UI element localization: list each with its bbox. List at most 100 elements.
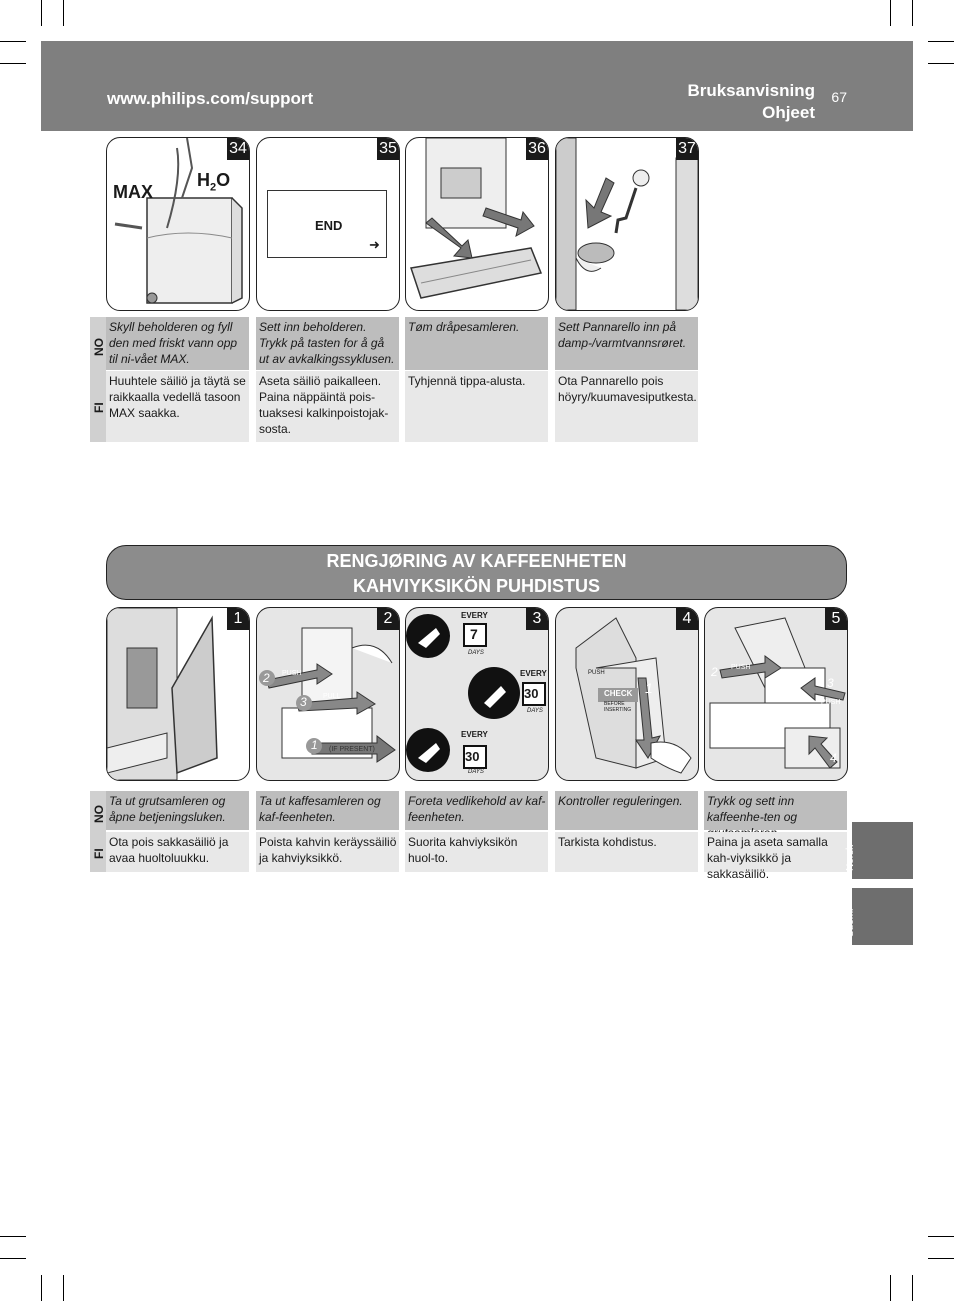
step-number: 4 [676, 608, 698, 630]
banner-line1: RENGJØRING AV KAFFEENHETEN [326, 551, 627, 571]
instruction-fi-1: Ota pois sakkasäiliö ja avaa huoltoluukk… [106, 832, 249, 872]
lang-code-no: NO [92, 338, 106, 356]
crop-mark [890, 0, 891, 26]
section-banner: RENGJØRING AV KAFFEENHETEN KAHVIYKSIKÖN … [106, 545, 847, 600]
display-end-text: END [315, 218, 343, 233]
tab-norsk[interactable]: Norsk [845, 822, 913, 879]
service-door-illustration [107, 608, 218, 780]
header-title-line1: Bruksanvisning [687, 81, 815, 100]
callout-1: 1 [311, 738, 318, 752]
crop-mark [0, 41, 26, 42]
thirty-days-value: 30 [465, 749, 480, 764]
instruction-no-35: Sett inn beholderen. Trykk på tasten for… [256, 317, 399, 370]
header-title-line2: Ohjeet [762, 103, 815, 122]
crop-mark [890, 1275, 891, 1301]
instruction-fi-2: Poista kahvin keräyssäiliö ja kahviyksik… [256, 832, 399, 872]
instruction-no-4: Kontroller reguleringen. [555, 791, 698, 830]
step-number: 37 [676, 138, 698, 160]
display-screen [267, 190, 387, 258]
seven-days-value: 7 [470, 626, 478, 642]
illustration-panel-1: 1 [106, 607, 250, 781]
illustration-panel-2: PUSH PULL PULL OUT (IF PRESENT) 2 3 1 2 [256, 607, 400, 781]
illustration-panel-3: EVERY 7 DAYS EVERY 30 DAYS EVERY 30 DAYS… [405, 607, 549, 781]
push-label: PUSH [282, 670, 302, 677]
callout-2: 2 [711, 665, 718, 679]
crop-mark [0, 63, 26, 64]
illustration-panel-5: PUSH PUSH 2 3 4 5 [704, 607, 848, 781]
maintenance-schedule-illustration [406, 614, 546, 772]
crop-mark [928, 63, 954, 64]
crop-mark [912, 0, 913, 26]
water-tank-illustration [114, 138, 243, 304]
step-number: 35 [377, 138, 399, 160]
crop-mark [0, 1258, 26, 1259]
crop-mark [928, 41, 954, 42]
lang-column [90, 317, 106, 442]
instruction-fi-34: Huuhtele säiliö ja täytä se raikkaalla v… [106, 371, 249, 442]
page-number: 67 [831, 89, 847, 105]
lang-code-fi: FI [92, 402, 106, 413]
step-number: 5 [825, 608, 847, 630]
days-label: DAYS [527, 708, 543, 714]
thirty-days-value: 30 [524, 686, 539, 701]
illustration-panel-34: MAX H2O 34 [106, 137, 250, 311]
lang-code-fi: FI [92, 848, 106, 859]
crop-mark [63, 1275, 64, 1301]
callout-2: 2 [263, 671, 270, 685]
support-url[interactable]: www.philips.com/support [107, 89, 314, 108]
instruction-fi-36: Tyhjennä tippa-alusta. [405, 371, 548, 442]
callout-3: 3 [300, 695, 307, 709]
callout-3: 3 [827, 676, 834, 690]
drip-tray-illustration [410, 138, 543, 299]
tab-norsk-label: Norsk [845, 844, 856, 871]
tab-suomi[interactable]: Suomi [845, 888, 913, 945]
check-label: CHECK [604, 689, 633, 698]
h2o-label: H2O [197, 170, 231, 194]
instruction-no-37: Sett Pannarello inn på damp-/varmtvannsr… [555, 317, 698, 370]
if-present-label: (IF PRESENT) [329, 746, 375, 753]
illustration-panel-4: PUSH CHECK BEFORE INSERTING 1 4 [555, 607, 699, 781]
instruction-fi-4: Tarkista kohdistus. [555, 832, 698, 872]
brew-unit-check-illustration [575, 617, 692, 774]
push-label: PUSH [588, 670, 605, 676]
crop-mark [912, 1275, 913, 1301]
before-label: BEFORE [604, 701, 625, 707]
callout-1: 1 [645, 680, 653, 696]
lang-code-no: NO [92, 805, 106, 823]
brew-unit-removal-illustration [259, 627, 396, 763]
push-label: PUSH [821, 699, 841, 706]
every-label: EVERY [520, 669, 547, 678]
arrow-right-icon: ➜ [369, 237, 380, 252]
crop-mark [41, 1275, 42, 1301]
pannarello-illustration [556, 138, 698, 310]
crop-mark [928, 1236, 954, 1237]
crop-mark [41, 0, 42, 26]
lang-column [90, 791, 106, 872]
days-label: DAYS [468, 650, 484, 656]
inserting-label: INSERTING [604, 707, 632, 713]
step-number: 3 [526, 608, 548, 630]
step-number: 1 [227, 608, 249, 630]
instruction-fi-3: Suorita kahviyksikön huol-to. [405, 832, 548, 872]
every-label: EVERY [461, 730, 488, 739]
every-label: EVERY [461, 611, 488, 620]
brew-unit-insert-illustration [709, 617, 846, 769]
days-label: DAYS [468, 769, 484, 775]
step-number: 2 [377, 608, 399, 630]
page-header: www.philips.com/support Bruksanvisning O… [41, 41, 913, 131]
instruction-no-3: Foreta vedlikehold av kaf-feenheten. [405, 791, 548, 830]
tab-suomi-label: Suomi [845, 908, 856, 937]
step-number: 36 [526, 138, 548, 160]
instruction-no-34: Skyll beholderen og fyll den med friskt … [106, 317, 249, 370]
instruction-fi-35: Aseta säiliö paikalleen. Paina näppäintä… [256, 371, 399, 442]
header-title: Bruksanvisning Ohjeet [687, 80, 815, 124]
crop-mark [63, 0, 64, 26]
pull-out-label: PULL OUT [331, 736, 365, 743]
instruction-no-2: Ta ut kaffesamleren og kaf-feenheten. [256, 791, 399, 830]
illustration-panel-36: 36 [405, 137, 549, 311]
instruction-no-1: Ta ut grutsamleren og åpne betjeningsluk… [106, 791, 249, 830]
illustration-panel-35: END ➜ 35 [256, 137, 400, 311]
crop-mark [928, 1258, 954, 1259]
instruction-no-36: Tøm dråpesamleren. [405, 317, 548, 370]
max-label: MAX [113, 182, 153, 202]
